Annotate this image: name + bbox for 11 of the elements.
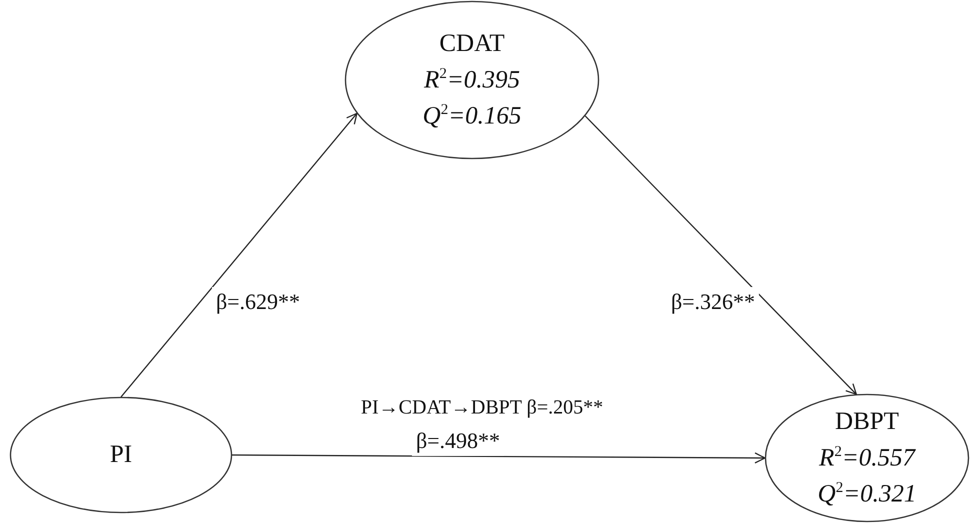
fit-statistic: Q$^{2}$=0.165 bbox=[422, 101, 522, 132]
indirect-effect-note: PI→CDAT→DBPT β=.205** bbox=[360, 396, 604, 420]
fit-statistic: R$^{2}$=0.395 bbox=[424, 64, 520, 95]
path-arrow bbox=[120, 112, 358, 398]
construct-name: CDAT bbox=[439, 28, 505, 59]
construct-name: DBPT bbox=[835, 406, 899, 437]
path-arrow bbox=[232, 452, 766, 464]
fit-statistic: Q$^{2}$=0.321 bbox=[818, 479, 916, 510]
construct-name: PI bbox=[110, 440, 132, 470]
path-arrow bbox=[584, 115, 857, 395]
fit-statistic: R$^{2}$=0.557 bbox=[819, 442, 915, 473]
